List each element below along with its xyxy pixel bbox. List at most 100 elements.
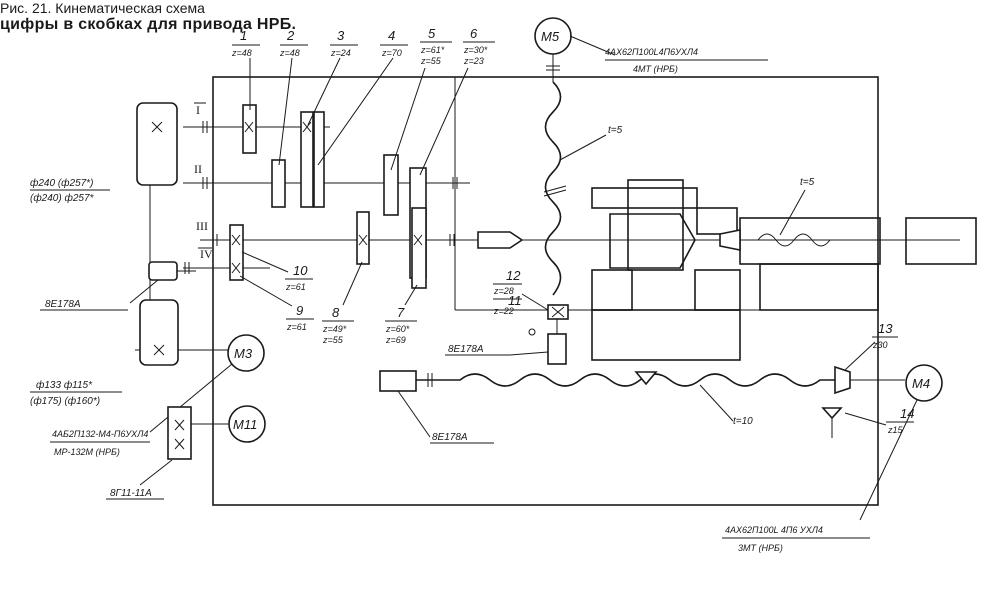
svg-text:6: 6 [470,26,478,41]
gear-12-z: z=28 [493,286,514,296]
figure-caption: Рис. 21. Кинематическая схема [0,0,205,16]
brake-small [528,328,536,336]
lower-pulley-cross [153,344,165,356]
pump-label: 8Г11-11А [110,488,152,499]
svg-text:z=30*: z=30* [463,45,488,55]
bearings [184,121,458,274]
gear-14 [821,407,843,420]
motor-m5-spec: 4АХ62П100L4П6УХЛ4 [605,47,698,57]
upper-pulley [136,102,178,186]
motor-m4-label: M4 [912,376,930,391]
gear-label-6: 6 z=30* z=23 [419,26,495,176]
lead-screw-coupling [427,373,433,387]
gear-1 [242,104,257,154]
lower-pulley [139,299,179,366]
shaft-label-III: III [196,219,208,233]
svg-text:z=55: z=55 [420,56,442,66]
svg-text:3: 3 [337,28,345,43]
svg-text:z=69: z=69 [385,335,406,345]
lead-screw [416,373,840,387]
upper-pulley-dia-2: (ф240) ф257* [30,192,95,204]
motor-m5-label: M5 [541,29,560,44]
gear-12-num: 12 [506,268,521,283]
gear-14-num: 14 [900,406,914,421]
svg-text:9: 9 [296,303,303,318]
svg-text:z=24: z=24 [330,48,351,58]
chuck-outline [609,213,696,269]
svg-text:8: 8 [332,305,340,320]
carriage-plate [591,187,698,209]
pump-crosses [174,419,185,450]
svg-text:z=48: z=48 [279,48,300,58]
be178a-mid-leader [509,351,549,356]
gear-11-12-cross [551,306,565,318]
gear-label-5: 5 z=61* z=55 [390,26,452,171]
be178a-left-box [148,261,178,281]
lead-screw-nut [634,371,658,386]
svg-text:z=23: z=23 [463,56,484,66]
tailstock-center [719,229,741,251]
lower-pulley-dia-2: (ф175) (ф160*) [30,395,100,407]
column-left [591,269,633,311]
be178a-left-label: 8Е178А [45,299,81,310]
gear-13-z: z30 [872,340,888,350]
gear-11-num: 11 [508,293,522,308]
svg-text:z=61: z=61 [286,322,307,332]
screw-t3-label: t=10 [733,416,753,427]
motor-m4-sub: 3МТ (НРБ) [738,543,783,553]
be178a-left-leader [129,279,159,304]
svg-text:z=61*: z=61* [420,45,445,55]
svg-text:1: 1 [240,28,247,43]
motor-m5-leader [569,35,616,56]
gear-label-1: 1 z=48 [231,28,260,110]
motor-m4-leader [859,399,918,521]
saddle [591,309,741,361]
gear-4 [313,111,325,208]
m5-coupling [546,65,560,71]
motor-m11-label: M11 [233,417,257,432]
shaft-label-IV: IV [200,247,213,261]
svg-text:z=48: z=48 [231,48,252,58]
motor-m5-sub: 4МТ (НРБ) [633,64,678,74]
svg-text:10: 10 [293,263,308,278]
motor-m3-sub: МР-132М (НРБ) [54,447,120,457]
motor-m3-spec: 4АБ2П132-М4-П6УХЛ4 [52,429,148,439]
svg-text:7: 7 [397,305,405,320]
gear-11-12-leader [521,293,549,311]
gear-3 [300,111,314,208]
be178a-bottom-box [379,370,417,392]
motor-m3-label: M3 [234,346,253,361]
gear-label-7: 7 z=60* z=69 [385,284,418,345]
gear-label-9: 9 z=61 [239,275,314,332]
gear-label-4: 4 z=70 [317,28,408,166]
tailstock-base [759,263,879,311]
screw-nut [543,185,567,197]
kinematic-scheme: I II III IV ф240 (ф257*) (ф240) ф257* ф1… [30,17,977,553]
motor-m4 [905,364,943,402]
motor-m4-spec: 4АХ62П100L 4П6 УХЛ4 [725,525,823,535]
svg-text:4: 4 [388,28,395,43]
gear-label-3: 3 z=24 [307,28,358,126]
upper-pulley-dia-1: ф240 (ф257*) [30,177,93,189]
screw-t1-label: t=5 [608,125,623,136]
gear-crosses [231,121,423,274]
gear-9-10 [229,224,244,281]
gear-13-num: 13 [878,321,893,336]
spindle-center [477,231,524,249]
svg-text:z=61: z=61 [285,282,306,292]
gear-label-2: 2 z=48 [278,28,308,166]
be178a-mid-label: 8Е178А [448,344,484,355]
tailstock-motor [905,217,977,265]
motor-m3 [227,334,265,372]
pump-body [167,406,192,460]
figure-note: цифры в скобках для привода НРБ. [0,16,297,33]
gear-5 [383,154,399,216]
pump-leader [139,459,173,486]
be178a-bottom-label: 8Е178А [432,432,468,443]
tailstock-body [739,217,881,265]
svg-text:2: 2 [286,28,295,43]
upper-pulley-cross [151,121,163,133]
gear-14-leader [844,412,887,426]
gear-13 [834,365,851,395]
column-right [694,269,741,311]
